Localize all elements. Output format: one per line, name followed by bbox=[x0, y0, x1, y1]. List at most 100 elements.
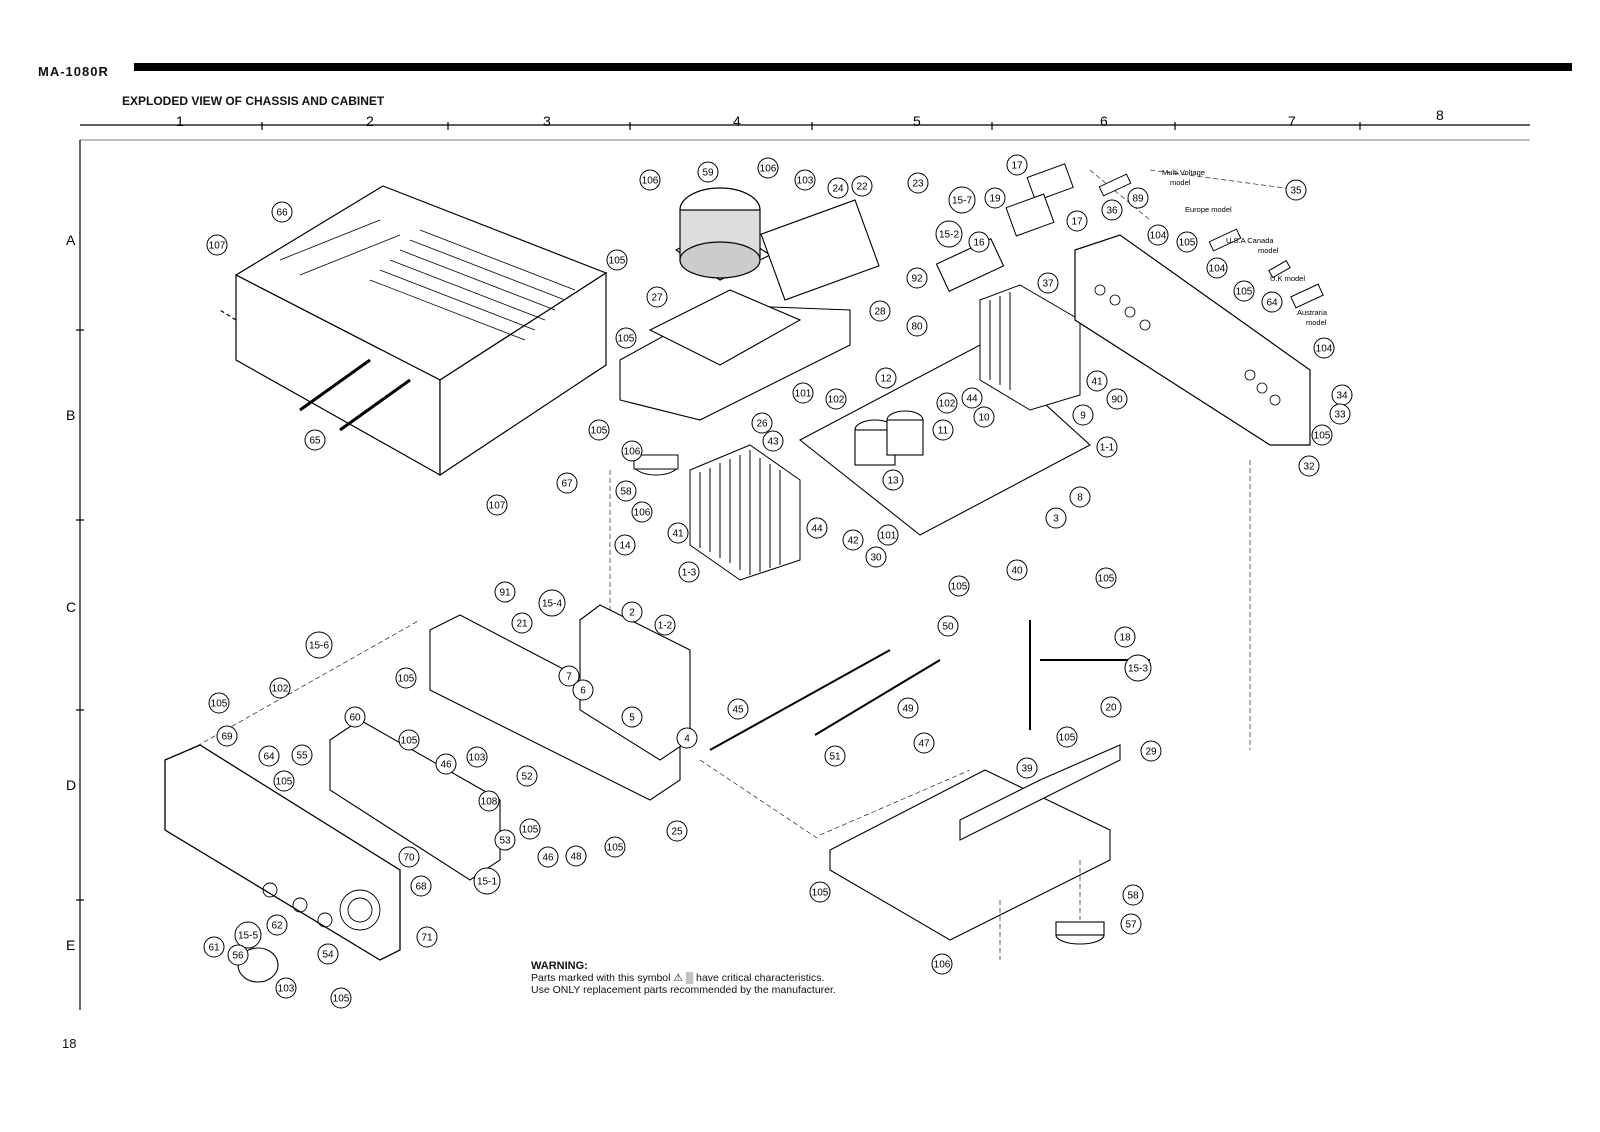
part-callout-label: 20 bbox=[1105, 703, 1117, 714]
part-callout-label: 108 bbox=[481, 797, 498, 808]
part-callout-label: 107 bbox=[489, 501, 506, 512]
part-callout: 15-2 bbox=[935, 220, 963, 248]
part-callout: 24 bbox=[827, 177, 849, 199]
part-callout-label: 56 bbox=[232, 951, 244, 962]
row-labels: A B C D E bbox=[66, 232, 76, 953]
part-callout: 15-1 bbox=[473, 867, 501, 895]
part-callout-label: 58 bbox=[620, 487, 632, 498]
part-callout: 25 bbox=[666, 820, 688, 842]
part-callout-label: 105 bbox=[812, 888, 829, 899]
part-callout-label: 62 bbox=[271, 921, 283, 932]
part-callout: 105 bbox=[398, 729, 420, 751]
part-callout: 105 bbox=[1095, 567, 1117, 589]
front-inner-chassis bbox=[329, 604, 691, 881]
top-cabinet bbox=[219, 185, 608, 477]
row-label: E bbox=[66, 937, 75, 953]
plug-label-australia: model bbox=[1306, 318, 1327, 327]
part-callout: 80 bbox=[906, 315, 928, 337]
part-callout-label: 19 bbox=[989, 194, 1001, 205]
part-callout: 59 bbox=[697, 161, 719, 183]
part-callout-label: 105 bbox=[276, 777, 293, 788]
part-callout-label: 91 bbox=[499, 588, 511, 599]
part-callout-label: 44 bbox=[811, 524, 823, 535]
part-callout-label: 53 bbox=[499, 836, 511, 847]
main-chassis bbox=[619, 199, 1005, 421]
part-callout-label: 105 bbox=[333, 994, 350, 1005]
plug-label-multi-voltage: Multi Voltage bbox=[1162, 168, 1205, 177]
part-callout: 67 bbox=[556, 472, 578, 494]
column-labels: 1 2 3 4 5 6 7 8 bbox=[176, 107, 1444, 129]
part-callout-label: 37 bbox=[1042, 279, 1054, 290]
part-callout-label: 32 bbox=[1303, 462, 1315, 473]
part-callout: 4 bbox=[676, 727, 698, 749]
front-panel bbox=[164, 744, 401, 961]
part-callout: 42 bbox=[842, 529, 864, 551]
part-callout: 6 bbox=[572, 679, 594, 701]
part-callout-label: 42 bbox=[847, 536, 859, 547]
part-callout-label: 103 bbox=[278, 984, 295, 995]
part-callout-label: 35 bbox=[1290, 186, 1302, 197]
part-callout-label: 70 bbox=[403, 853, 415, 864]
part-callout-label: 105 bbox=[522, 825, 539, 836]
part-callout: 105 bbox=[208, 692, 230, 714]
part-callout-label: 68 bbox=[415, 882, 427, 893]
part-callout-label: 89 bbox=[1132, 194, 1144, 205]
part-callout-label: 30 bbox=[870, 553, 882, 564]
part-callout-label: 105 bbox=[1314, 431, 1331, 442]
part-callout: 19 bbox=[984, 187, 1006, 209]
part-callout-label: 14 bbox=[619, 541, 631, 552]
part-callout-label: 1-2 bbox=[658, 621, 673, 632]
part-callout: 15-3 bbox=[1124, 654, 1152, 682]
part-callout: 90 bbox=[1106, 388, 1128, 410]
part-callout-label: 101 bbox=[880, 531, 897, 542]
column-label: 6 bbox=[1100, 113, 1108, 129]
part-callout-label: 7 bbox=[566, 672, 572, 683]
part-callout-label: 65 bbox=[309, 436, 321, 447]
part-callout-label: 28 bbox=[874, 307, 886, 318]
part-callout: 9 bbox=[1072, 404, 1094, 426]
warning-note: WARNING: Parts marked with this symbol ⚠… bbox=[531, 960, 836, 996]
part-callout-label: 105 bbox=[1098, 574, 1115, 585]
part-callout-label: 17 bbox=[1071, 217, 1083, 228]
part-callout-label: 23 bbox=[912, 179, 924, 190]
part-callout: 89 bbox=[1127, 187, 1149, 209]
column-label: 5 bbox=[913, 113, 921, 129]
part-callout: 101 bbox=[877, 524, 899, 546]
part-callout-label: 15-5 bbox=[238, 931, 258, 942]
plug-labels: Multi Voltage model Europe model U.S.A C… bbox=[1162, 168, 1328, 327]
part-callout-label: 105 bbox=[211, 699, 228, 710]
part-callout-label: 104 bbox=[1316, 344, 1333, 355]
part-callout: 107 bbox=[486, 494, 508, 516]
part-callout: 46 bbox=[435, 753, 457, 775]
part-callout: 58 bbox=[1122, 884, 1144, 906]
part-callout-label: 46 bbox=[542, 853, 554, 864]
part-callout-label: 1-3 bbox=[682, 568, 697, 579]
part-callout: 107 bbox=[206, 234, 228, 256]
part-callout-label: 29 bbox=[1145, 747, 1157, 758]
part-callout-label: 15-1 bbox=[477, 877, 497, 888]
part-callout: 102 bbox=[269, 677, 291, 699]
part-callout-label: 25 bbox=[671, 827, 683, 838]
part-callout-label: 104 bbox=[1150, 231, 1167, 242]
page-number: 18 bbox=[62, 1036, 77, 1051]
part-callout-label: 41 bbox=[672, 529, 684, 540]
warning-heading: WARNING: bbox=[531, 960, 588, 972]
part-callout: 17 bbox=[1066, 210, 1088, 232]
part-callout: 61 bbox=[203, 936, 225, 958]
part-callout-label: 51 bbox=[829, 752, 841, 763]
part-callout: 105 bbox=[606, 249, 628, 271]
part-callout: 70 bbox=[398, 846, 420, 868]
part-callout-label: 104 bbox=[1209, 264, 1226, 275]
plug-label-usa-canada: U.S.A Canada bbox=[1226, 236, 1274, 245]
plug-label-multi-voltage: model bbox=[1170, 178, 1191, 187]
power-heatsink bbox=[979, 284, 1081, 411]
part-callout: 52 bbox=[516, 765, 538, 787]
part-callout-label: 61 bbox=[208, 943, 220, 954]
part-callout-label: 105 bbox=[398, 674, 415, 685]
part-callout-label: 46 bbox=[440, 760, 452, 771]
part-callout-label: 54 bbox=[322, 950, 334, 961]
part-callout: 2 bbox=[621, 601, 643, 623]
part-callout-label: 105 bbox=[618, 334, 635, 345]
part-callout-label: 105 bbox=[1059, 733, 1076, 744]
part-callout-label: 105 bbox=[591, 426, 608, 437]
